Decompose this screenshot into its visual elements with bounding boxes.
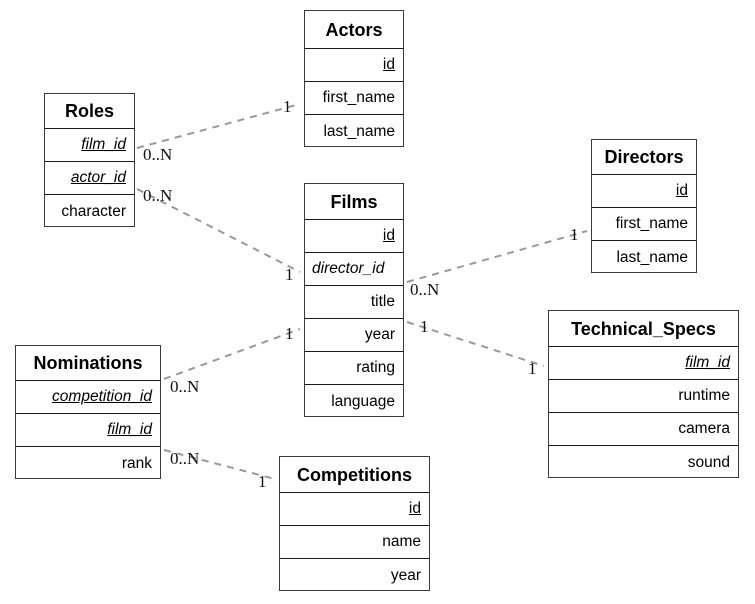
- field-label: film_id: [685, 354, 730, 371]
- field-label: rank: [121, 454, 152, 472]
- field-label: sound: [687, 453, 730, 471]
- field-row[interactable]: rating: [305, 352, 403, 385]
- entity-actors[interactable]: Actors id first_name last_name: [304, 10, 404, 147]
- field-row[interactable]: rank: [16, 447, 160, 480]
- field-row[interactable]: title: [305, 286, 403, 319]
- entity-title-directors: Directors: [592, 140, 696, 175]
- field-row[interactable]: language: [305, 385, 403, 418]
- multiplicity-label: 1: [285, 324, 294, 343]
- entity-title-actors: Actors: [305, 11, 403, 49]
- entity-title-nominations: Nominations: [16, 346, 160, 381]
- field-label: director_id: [312, 260, 385, 277]
- field-row[interactable]: sound: [549, 446, 738, 479]
- field-label: camera: [678, 420, 730, 437]
- field-row[interactable]: director_id: [305, 253, 403, 286]
- field-row[interactable]: film_id: [45, 129, 134, 162]
- field-label: name: [382, 533, 421, 550]
- field-row[interactable]: film_id: [549, 347, 738, 380]
- entity-directors[interactable]: Directors id first_name last_name: [591, 139, 697, 273]
- multiplicity-label: 0..N: [410, 280, 440, 299]
- multiplicity-label: 0..N: [170, 449, 200, 468]
- entity-roles[interactable]: Roles film_id actor_id character: [44, 93, 135, 227]
- field-label: runtime: [678, 387, 730, 404]
- field-label: competition_id: [52, 388, 152, 405]
- field-row[interactable]: name: [280, 526, 429, 559]
- relationship-line-nominations-films: [163, 328, 301, 380]
- field-row[interactable]: first_name: [305, 82, 403, 115]
- field-label: film_id: [81, 136, 126, 153]
- field-label: id: [675, 182, 688, 199]
- entity-title-technical_specs: Technical_Specs: [549, 311, 738, 347]
- field-row[interactable]: year: [305, 319, 403, 352]
- field-label: language: [331, 392, 395, 410]
- field-row[interactable]: character: [45, 195, 134, 228]
- field-label: last_name: [616, 248, 688, 266]
- multiplicity-label: 0..N: [143, 186, 173, 205]
- field-label: year: [390, 566, 421, 584]
- field-row[interactable]: id: [305, 220, 403, 253]
- multiplicity-label: 1: [570, 225, 579, 244]
- field-row[interactable]: id: [305, 49, 403, 82]
- field-row[interactable]: competition_id: [16, 381, 160, 414]
- entity-title-films: Films: [305, 184, 403, 220]
- field-row[interactable]: actor_id: [45, 162, 134, 195]
- field-row[interactable]: year: [280, 559, 429, 592]
- field-row[interactable]: runtime: [549, 380, 738, 413]
- multiplicity-label: 1: [420, 317, 429, 336]
- field-row[interactable]: id: [280, 493, 429, 526]
- field-label: rating: [356, 359, 395, 376]
- field-label: title: [370, 293, 395, 310]
- relationship-line-roles-actors: [136, 103, 301, 149]
- field-label: id: [408, 500, 421, 517]
- multiplicity-label: 0..N: [170, 377, 200, 396]
- field-row[interactable]: camera: [549, 413, 738, 446]
- entity-title-roles: Roles: [45, 94, 134, 129]
- field-label: year: [364, 326, 395, 343]
- field-label: first_name: [615, 215, 688, 232]
- field-label: first_name: [322, 89, 395, 106]
- entity-competitions[interactable]: Competitions id name year: [279, 456, 430, 591]
- field-row[interactable]: id: [592, 175, 696, 208]
- field-row[interactable]: first_name: [592, 208, 696, 241]
- multiplicity-label: 1: [258, 472, 267, 491]
- field-label: id: [382, 227, 395, 244]
- field-label: film_id: [107, 421, 152, 438]
- multiplicity-label: 1: [283, 97, 292, 116]
- multiplicity-label: 0..N: [143, 145, 173, 164]
- field-label: actor_id: [70, 169, 126, 186]
- field-row[interactable]: last_name: [305, 115, 403, 148]
- field-label: id: [382, 56, 395, 73]
- field-row[interactable]: film_id: [16, 414, 160, 447]
- field-row[interactable]: last_name: [592, 241, 696, 274]
- relationship-line-films-directors: [406, 230, 588, 283]
- field-label: last_name: [323, 122, 395, 140]
- multiplicity-label: 1: [285, 265, 294, 284]
- multiplicity-label: 1: [528, 359, 537, 378]
- entity-title-competitions: Competitions: [280, 457, 429, 493]
- field-label: character: [61, 202, 126, 220]
